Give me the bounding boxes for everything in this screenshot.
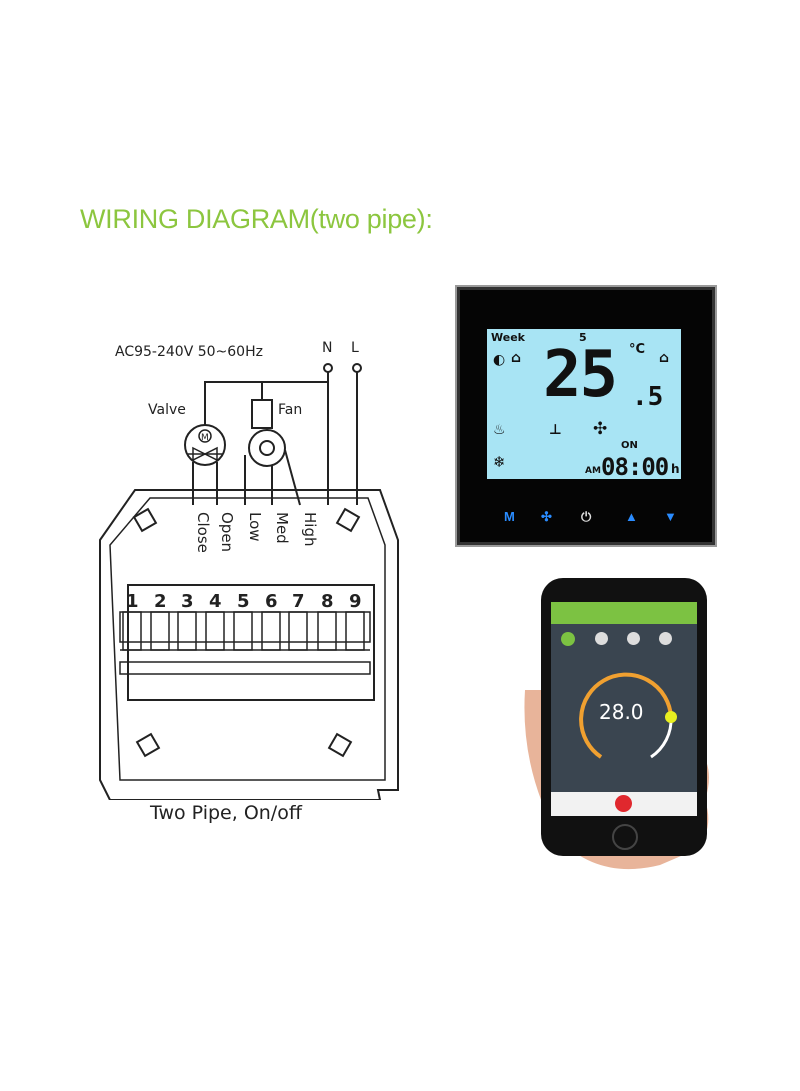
settings-button-app[interactable]	[659, 632, 672, 645]
app-screen: 28.0	[551, 602, 697, 816]
fan-icon: ✣	[593, 419, 608, 439]
app-bottom-bar	[551, 792, 697, 816]
terminal-slot	[150, 611, 170, 651]
valve-motor-icon: M	[184, 424, 226, 466]
neutral-terminal	[323, 363, 333, 373]
on-label: ON	[621, 440, 638, 451]
app-header	[551, 602, 697, 624]
terminal-number: 7	[292, 591, 305, 612]
mode-button-app[interactable]	[595, 632, 608, 645]
thermostat-panel: Week 5 25 .5 °C ◐ ⌂ ⌂ ♨ ⊥ ✣ ❄ ON AM 08:0…	[455, 285, 717, 547]
fan-label: Fan	[278, 402, 302, 418]
celsius-unit: °C	[629, 342, 646, 357]
hour-unit: h	[671, 462, 680, 476]
smartphone: 28.0	[541, 578, 707, 856]
home-temp-icon: ⌂	[511, 350, 522, 366]
terminal-slot	[345, 611, 365, 651]
terminal-number: 4	[209, 591, 222, 612]
week-label: Week	[491, 331, 525, 344]
terminal-number: 8	[321, 591, 334, 612]
thermostat-housing	[99, 489, 399, 800]
diagram-caption: Two Pipe, On/off	[150, 802, 302, 824]
up-button[interactable]: ▲	[625, 509, 638, 524]
wire-label: Low	[246, 512, 264, 542]
temperature-decimal: .5	[632, 382, 664, 412]
down-button[interactable]: ▼	[664, 509, 677, 524]
terminal-number: 5	[237, 591, 250, 612]
terminal-slot	[317, 611, 337, 651]
heat-icon: ♨	[493, 422, 506, 438]
neutral-label: N	[322, 340, 332, 356]
terminal-slot	[261, 611, 281, 651]
mode-button[interactable]: M	[504, 509, 515, 524]
fan-button-app[interactable]	[627, 632, 640, 645]
terminal-slot	[122, 611, 142, 651]
dial-handle[interactable]	[665, 711, 677, 723]
lcd-display: Week 5 25 .5 °C ◐ ⌂ ⌂ ♨ ⊥ ✣ ❄ ON AM 08:0…	[487, 329, 681, 479]
wire-label: Med	[273, 512, 291, 544]
setpoint-readout: 28.0	[599, 700, 644, 724]
terminal-number: 1	[126, 591, 139, 612]
snowflake-icon: ❄	[493, 453, 506, 471]
away-home-icon: ⌂	[659, 350, 670, 366]
back-button[interactable]	[561, 632, 575, 646]
auto-mode-icon: ◐	[493, 352, 506, 368]
terminal-number: 9	[349, 591, 362, 612]
terminal-slot	[288, 611, 308, 651]
home-button[interactable]	[612, 824, 638, 850]
terminal-number: 2	[154, 591, 167, 612]
valve-icon: ⊥	[549, 422, 562, 438]
terminal-slot	[205, 611, 225, 651]
power-button[interactable]: ⏻	[581, 509, 592, 524]
ampm-label: AM	[585, 466, 601, 476]
terminal-number: 6	[265, 591, 278, 612]
wire-label: Open	[218, 512, 236, 552]
wire-label: Close	[194, 512, 212, 553]
power-label: AC95-240V 50~60Hz	[115, 344, 263, 360]
live-terminal	[352, 363, 362, 373]
temperature-readout: 25	[543, 338, 618, 412]
clock-readout: 08:00	[601, 453, 669, 481]
motor-symbol: M	[201, 433, 209, 443]
fan-motor-icon	[248, 399, 286, 467]
terminal-slot	[233, 611, 253, 651]
live-label: L	[351, 340, 359, 356]
day-number: 5	[579, 331, 587, 344]
page-title: WIRING DIAGRAM(two pipe):	[80, 204, 433, 234]
valve-label: Valve	[148, 402, 186, 418]
terminal-slot	[177, 611, 197, 651]
fan-button[interactable]: ✣	[541, 509, 552, 524]
terminal-number: 3	[181, 591, 194, 612]
temperature-dial[interactable]	[571, 662, 681, 772]
terminal-block	[119, 611, 371, 675]
power-button-app[interactable]	[615, 795, 632, 812]
wire-label: High	[301, 512, 319, 546]
